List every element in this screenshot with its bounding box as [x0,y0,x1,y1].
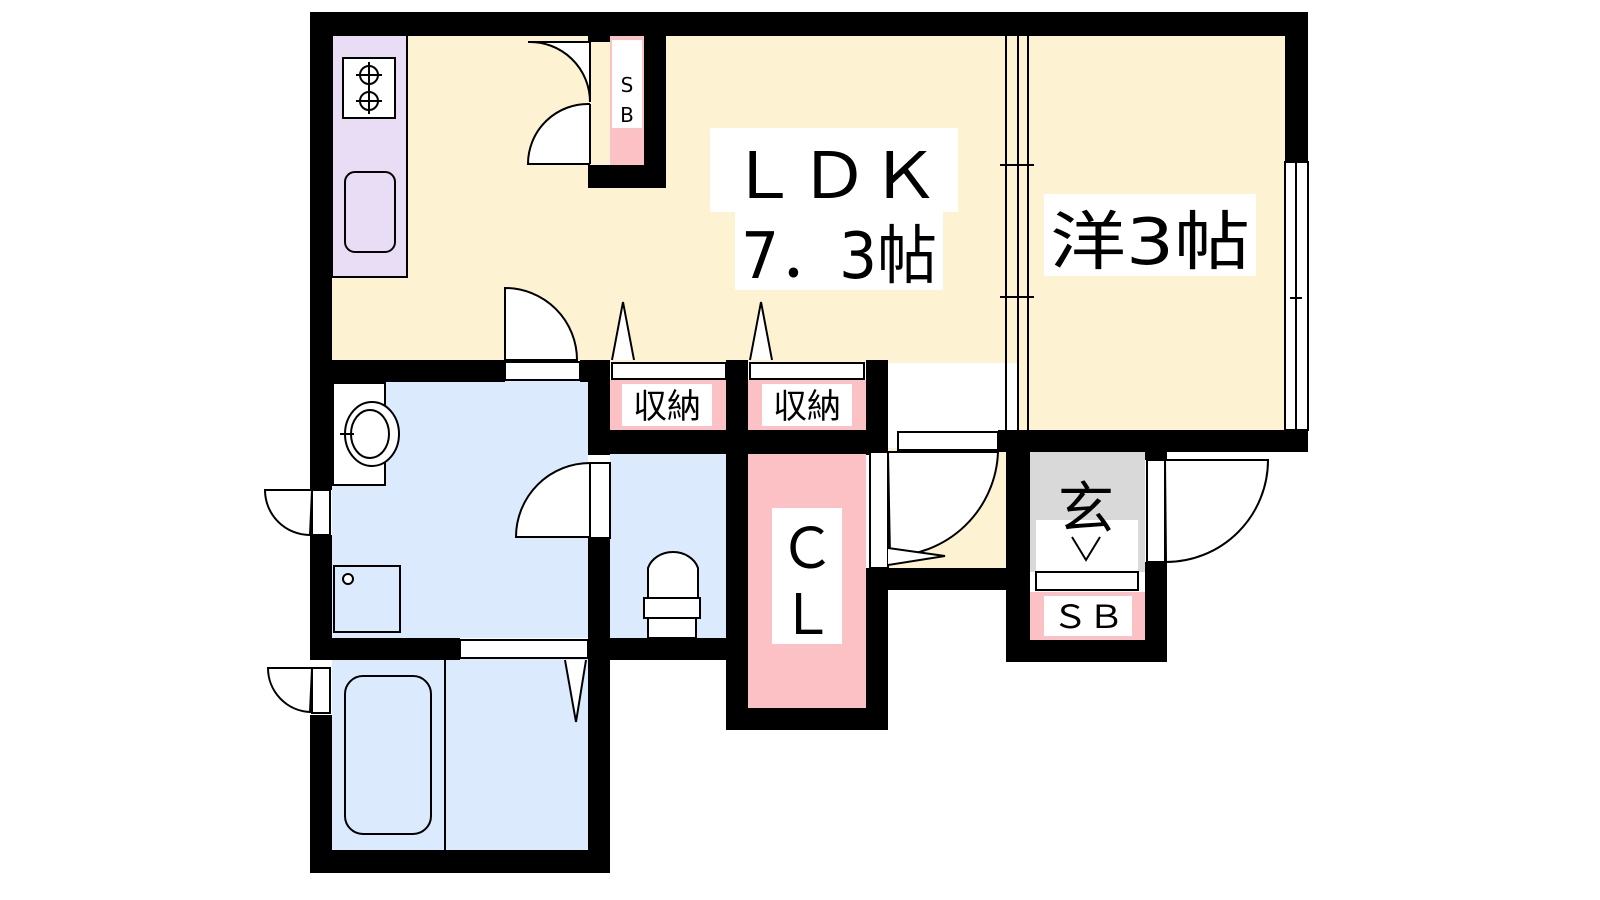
doors [263,40,1270,714]
walls [310,12,1308,873]
folding-doors [564,301,1101,723]
kitchen-sb-label-1: S [621,73,634,97]
storage-left-label: 収納 [633,387,701,427]
window-right [1284,161,1309,431]
closet-label-1: Ｃ [779,517,835,582]
ldk-label: ＬＤＫ [728,140,940,214]
sink-icon [344,171,396,253]
storage-right-label: 収納 [773,387,841,427]
washbasin-icon [332,382,400,486]
sliding-partition [1000,35,1034,432]
kitchen-sb-label-2: B [620,103,634,127]
bathroom-floor [332,658,588,850]
entrance-sb-label: ＳＢ [1052,598,1124,636]
toilet-icon [643,551,701,639]
western-room-label: 洋3帖 [1050,206,1250,280]
closet-label-2: Ｌ [779,583,835,648]
bathtub-icon [344,675,432,835]
door-frames [311,361,1166,714]
washing-machine-icon [333,565,401,633]
storage-rails [611,362,1139,591]
stove-icon [342,57,396,119]
ldk-size-label: 7．3帖 [741,220,937,294]
entrance-label: 玄 [1058,477,1114,542]
